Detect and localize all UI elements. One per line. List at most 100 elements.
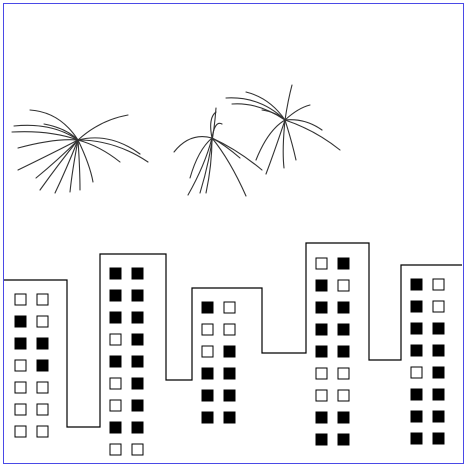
window-unlit — [109, 377, 122, 390]
firework-strand — [77, 139, 81, 191]
firework-strand — [77, 139, 121, 163]
firework-strand — [199, 107, 217, 194]
window-lit — [131, 267, 144, 280]
building-2 — [109, 267, 144, 456]
window-lit — [131, 289, 144, 302]
city-skyline-outline — [4, 242, 462, 428]
building-5 — [410, 278, 445, 445]
window-unlit — [223, 301, 236, 314]
window-lit — [223, 345, 236, 358]
window-lit — [109, 289, 122, 302]
window-lit — [36, 359, 49, 372]
window-lit — [223, 389, 236, 402]
firework-left — [11, 109, 149, 194]
window-lit — [432, 344, 445, 357]
firework-strand — [265, 119, 286, 175]
window-lit — [410, 278, 423, 291]
window-unlit — [14, 293, 27, 306]
window-lit — [131, 399, 144, 412]
window-unlit — [109, 399, 122, 412]
building-windows — [14, 257, 445, 456]
window-lit — [432, 410, 445, 423]
firework-strand — [255, 119, 286, 161]
firework-strand — [284, 119, 297, 161]
firework-strand — [173, 136, 213, 153]
building-3 — [201, 301, 236, 424]
window-unlit — [131, 443, 144, 456]
window-lit — [410, 388, 423, 401]
window-lit — [131, 311, 144, 324]
firework-strand — [54, 139, 79, 194]
window-lit — [201, 367, 214, 380]
firework-strand — [211, 137, 241, 159]
window-lit — [131, 421, 144, 434]
firework-strand — [77, 137, 141, 155]
window-lit — [201, 411, 214, 424]
firework-strand — [11, 131, 79, 141]
window-lit — [223, 367, 236, 380]
window-lit — [432, 322, 445, 335]
window-lit — [109, 355, 122, 368]
firework-strand — [210, 111, 217, 139]
window-lit — [315, 345, 328, 358]
window-unlit — [337, 389, 350, 402]
window-unlit — [36, 293, 49, 306]
firework-middle — [173, 107, 263, 197]
window-lit — [201, 301, 214, 314]
firework-strand — [77, 139, 149, 163]
firework-strand — [77, 139, 94, 183]
window-lit — [410, 410, 423, 423]
window-lit — [410, 432, 423, 445]
window-lit — [410, 300, 423, 313]
firework-strand — [43, 123, 79, 141]
firework-strand — [284, 104, 311, 121]
window-unlit — [337, 367, 350, 380]
firework-strand — [261, 109, 286, 121]
window-lit — [36, 337, 49, 350]
window-lit — [432, 366, 445, 379]
window-unlit — [337, 279, 350, 292]
window-unlit — [201, 345, 214, 358]
window-lit — [131, 355, 144, 368]
window-lit — [432, 388, 445, 401]
window-unlit — [432, 278, 445, 291]
window-lit — [315, 279, 328, 292]
window-unlit — [14, 381, 27, 394]
firework-strand — [189, 137, 213, 179]
window-unlit — [14, 403, 27, 416]
window-lit — [432, 432, 445, 445]
firework-strand — [17, 139, 79, 171]
firework-strand — [13, 124, 79, 141]
window-unlit — [201, 323, 214, 336]
window-unlit — [432, 300, 445, 313]
window-lit — [201, 389, 214, 402]
firework-strand — [245, 91, 286, 121]
firework-strand — [187, 137, 213, 196]
firework-strand — [17, 139, 79, 149]
window-unlit — [223, 323, 236, 336]
firework-strand — [284, 119, 341, 151]
window-lit — [410, 322, 423, 335]
window-lit — [337, 411, 350, 424]
window-lit — [109, 267, 122, 280]
window-lit — [337, 323, 350, 336]
firework-strand — [282, 119, 286, 169]
window-unlit — [14, 359, 27, 372]
window-lit — [337, 345, 350, 358]
window-unlit — [36, 315, 49, 328]
window-unlit — [109, 443, 122, 456]
window-unlit — [315, 257, 328, 270]
window-unlit — [14, 425, 27, 438]
window-lit — [14, 315, 27, 328]
firework-strand — [69, 139, 79, 193]
firework-strand — [284, 84, 293, 121]
window-lit — [315, 411, 328, 424]
fireworks — [11, 84, 341, 197]
building-1 — [14, 293, 49, 438]
image-frame — [3, 3, 464, 464]
window-unlit — [36, 381, 49, 394]
window-unlit — [315, 389, 328, 402]
window-lit — [131, 377, 144, 390]
window-unlit — [410, 366, 423, 379]
